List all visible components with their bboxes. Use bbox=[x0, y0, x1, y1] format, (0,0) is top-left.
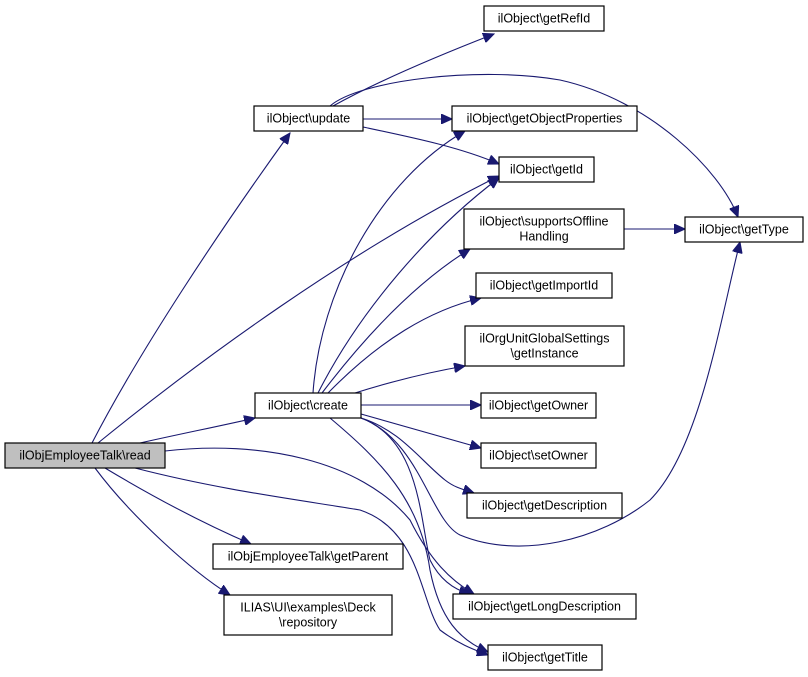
edge-create-to-supportsOfflineHandling bbox=[321, 249, 470, 394]
node-box[interactable] bbox=[480, 442, 597, 469]
node-label: ilObject\getDescription bbox=[482, 499, 607, 513]
node-getRefId[interactable]: ilObject\getRefId bbox=[483, 5, 605, 32]
node-box[interactable] bbox=[4, 442, 166, 469]
node-setOwner[interactable]: ilObject\setOwner bbox=[480, 442, 597, 469]
node-box[interactable] bbox=[223, 594, 393, 636]
edge-update-to-getId bbox=[362, 126, 499, 164]
node-box[interactable] bbox=[253, 105, 364, 132]
node-label: ilObject\supportsOffline bbox=[480, 215, 609, 229]
node-label: ilObject\create bbox=[268, 399, 348, 413]
edge-create-to-getObjectProperties bbox=[312, 131, 465, 394]
edge-create-to-setOwner bbox=[360, 413, 481, 448]
edge-read-to-update bbox=[91, 133, 290, 444]
node-label: ilOrgUnitGlobalSettings bbox=[480, 332, 610, 346]
node-box[interactable] bbox=[483, 5, 605, 32]
node-getType[interactable]: ilObject\getType bbox=[684, 216, 804, 243]
node-box[interactable] bbox=[487, 644, 603, 671]
node-label: ilObjEmployeeTalk\read bbox=[19, 449, 150, 463]
nodes-layer: ilObjEmployeeTalk\read ilObject\update ilO… bbox=[4, 5, 804, 671]
node-label: ilObject\getObjectProperties bbox=[467, 112, 623, 126]
node-label: ilObject\getImportId bbox=[490, 279, 598, 293]
node-label: ilObject\getLongDescription bbox=[468, 600, 621, 614]
node-label: \getInstance bbox=[510, 347, 578, 361]
edge-create-to-getInstance bbox=[354, 366, 465, 394]
node-label: ilObject\getId bbox=[510, 163, 583, 177]
node-getParent[interactable]: ilObjEmployeeTalk\getParent bbox=[212, 543, 404, 570]
node-label: ilObjEmployeeTalk\getParent bbox=[228, 550, 389, 564]
node-label: ilObject\getOwner bbox=[489, 399, 588, 413]
edge-read-to-deckRepository bbox=[94, 467, 230, 595]
node-label: \repository bbox=[279, 616, 338, 630]
node-box[interactable] bbox=[466, 492, 623, 519]
node-deckRepository[interactable]: ILIAS\UI\examples\Deck\repository bbox=[223, 594, 393, 636]
node-label: ilObject\getTitle bbox=[502, 651, 588, 665]
edge-update-to-getType bbox=[329, 73, 738, 217]
node-box[interactable] bbox=[498, 156, 595, 183]
node-getLongDescription[interactable]: ilObject\getLongDescription bbox=[452, 593, 637, 620]
edge-create-to-getImportId bbox=[327, 298, 481, 394]
node-box[interactable] bbox=[684, 216, 804, 243]
edge-update-to-getRefId bbox=[332, 34, 494, 107]
node-getDescription[interactable]: ilObject\getDescription bbox=[466, 492, 623, 519]
edge-read-to-getLongDescription bbox=[164, 447, 474, 594]
node-getImportId[interactable]: ilObject\getImportId bbox=[475, 272, 613, 299]
edge-read-to-getTitle bbox=[134, 467, 488, 655]
node-read[interactable]: ilObjEmployeeTalk\read bbox=[4, 442, 166, 469]
node-label: Handling bbox=[519, 230, 568, 244]
node-update[interactable]: ilObject\update bbox=[253, 105, 364, 132]
node-box[interactable] bbox=[463, 208, 625, 250]
node-box[interactable] bbox=[452, 593, 637, 620]
node-getTitle[interactable]: ilObject\getTitle bbox=[487, 644, 603, 671]
node-getObjectProperties[interactable]: ilObject\getObjectProperties bbox=[451, 105, 638, 132]
node-box[interactable] bbox=[254, 392, 362, 419]
node-label: ilObject\update bbox=[267, 112, 350, 126]
edge-create-to-getDescription bbox=[360, 417, 474, 493]
node-box[interactable] bbox=[480, 392, 597, 419]
node-label: ilObject\setOwner bbox=[489, 449, 588, 463]
node-create[interactable]: ilObject\create bbox=[254, 392, 362, 419]
edge-read-to-getId bbox=[97, 176, 499, 444]
edge-read-to-getParent bbox=[104, 467, 251, 544]
node-getInstance[interactable]: ilOrgUnitGlobalSettings\getInstance bbox=[464, 325, 625, 367]
edge-read-to-create bbox=[139, 418, 255, 444]
edges-layer bbox=[91, 34, 740, 655]
node-getId[interactable]: ilObject\getId bbox=[498, 156, 595, 183]
edge-create-to-getTitle bbox=[329, 417, 488, 652]
edge-create-to-getType bbox=[360, 242, 740, 547]
node-box[interactable] bbox=[212, 543, 404, 570]
edge-create-to-getLongDescription bbox=[360, 417, 470, 594]
node-label: ilObject\getType bbox=[699, 223, 789, 237]
node-getOwner[interactable]: ilObject\getOwner bbox=[480, 392, 597, 419]
node-box[interactable] bbox=[464, 325, 625, 367]
node-box[interactable] bbox=[475, 272, 613, 299]
node-box[interactable] bbox=[451, 105, 638, 132]
edge-create-to-getId bbox=[317, 178, 499, 394]
node-label: ilObject\getRefId bbox=[498, 12, 590, 26]
node-label: ILIAS\UI\examples\Deck bbox=[240, 601, 376, 615]
